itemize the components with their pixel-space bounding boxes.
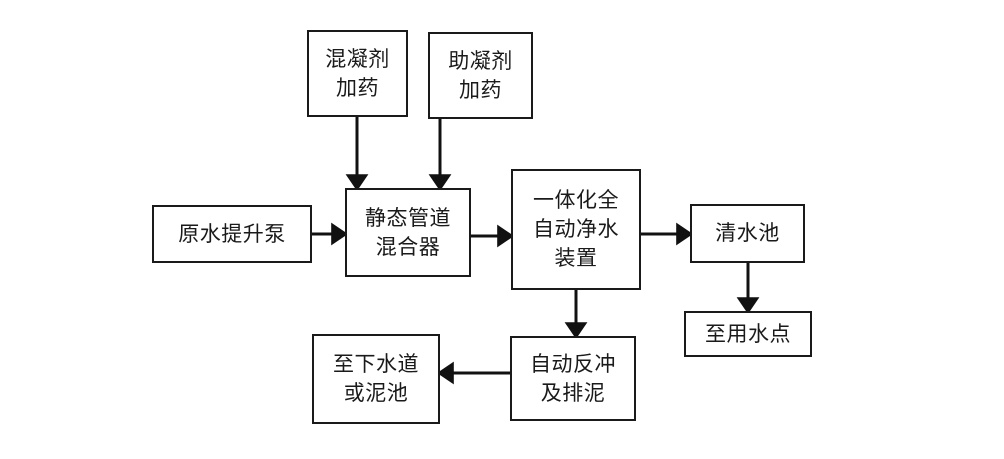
node-to-sewer-or-sludge-pit[interactable]: 至下水道 或泥池 bbox=[312, 334, 440, 424]
node-raw-water-lift-pump[interactable]: 原水提升泵 bbox=[152, 205, 312, 263]
node-label: 原水提升泵 bbox=[178, 221, 286, 246]
node-integrated-auto-purifier[interactable]: 一体化全 自动净水 装置 bbox=[511, 169, 641, 290]
node-label: 至下水道 或泥池 bbox=[333, 352, 419, 405]
node-static-pipeline-mixer[interactable]: 静态管道 混合器 bbox=[345, 188, 471, 277]
node-label: 自动反冲 及排泥 bbox=[530, 351, 616, 405]
node-label: 混凝剂 加药 bbox=[325, 46, 390, 100]
node-label: 静态管道 混合器 bbox=[365, 205, 451, 259]
node-label: 清水池 bbox=[715, 221, 780, 246]
node-label: 至用水点 bbox=[705, 321, 791, 346]
node-label: 助凝剂 加药 bbox=[448, 48, 513, 102]
node-clear-water-tank[interactable]: 清水池 bbox=[690, 204, 805, 263]
node-auto-backwash-sludge[interactable]: 自动反冲 及排泥 bbox=[510, 336, 636, 421]
node-to-water-use-point[interactable]: 至用水点 bbox=[684, 311, 812, 357]
node-flocculant-aid-dosing[interactable]: 助凝剂 加药 bbox=[428, 32, 533, 119]
node-coagulant-dosing[interactable]: 混凝剂 加药 bbox=[307, 30, 408, 117]
node-label: 一体化全 自动净水 装置 bbox=[533, 188, 619, 270]
